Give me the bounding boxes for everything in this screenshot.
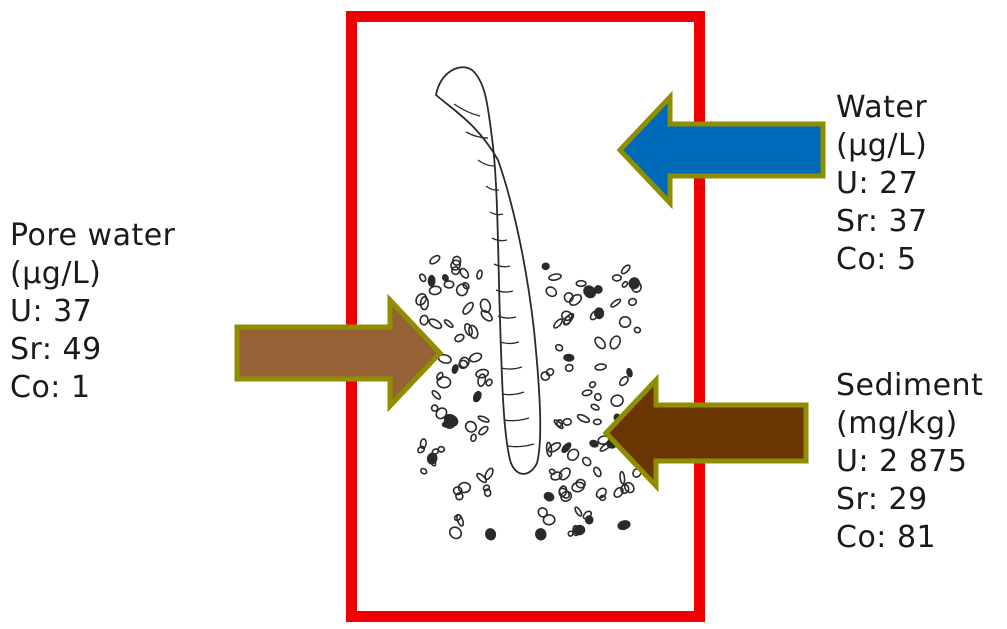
sediment-unit: (mg/kg) (836, 405, 983, 443)
pore-water-unit: (µg/L) (10, 255, 176, 293)
sediment-label: Sediment (mg/kg) U: 2 875 Sr: 29 Co: 81 (836, 367, 983, 557)
pore-water-cobalt: Co: 1 (10, 369, 176, 407)
pore-water-strontium: Sr: 49 (10, 331, 176, 369)
pore-water-label: Pore water (µg/L) U: 37 Sr: 49 Co: 1 (10, 217, 176, 407)
sediment-title: Sediment (836, 367, 983, 405)
pore-water-uranium: U: 37 (10, 293, 176, 331)
sediment-grain (542, 263, 549, 269)
sediment-grain (428, 276, 434, 287)
sediment-grain (564, 354, 574, 361)
sediment-grain (586, 516, 593, 524)
water-title: Water (836, 89, 928, 127)
water-uranium: U: 27 (836, 165, 928, 203)
water-strontium: Sr: 37 (836, 203, 928, 241)
sediment-cobalt: Co: 81 (836, 519, 983, 557)
water-unit: (µg/L) (836, 127, 928, 165)
pore-water-title: Pore water (10, 217, 176, 255)
water-label: Water (µg/L) U: 27 Sr: 37 Co: 5 (836, 89, 928, 279)
sediment-strontium: Sr: 29 (836, 481, 983, 519)
sediment-uranium: U: 2 875 (836, 443, 983, 481)
water-cobalt: Co: 5 (836, 241, 928, 279)
